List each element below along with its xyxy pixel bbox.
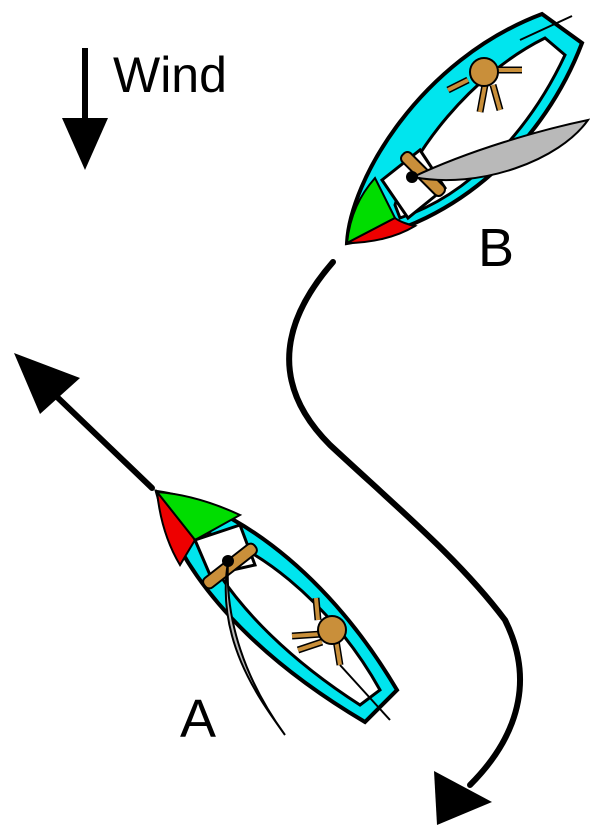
course-path-a	[52, 392, 155, 491]
boat-a-port-light	[155, 488, 197, 567]
boat-a-label: A	[180, 689, 216, 749]
course-track-a	[14, 353, 155, 491]
course-arrowhead-b	[434, 771, 492, 825]
boat-a-tiller	[339, 664, 391, 721]
boat-b-starboard-light	[345, 176, 397, 245]
boat-a: A	[154, 488, 400, 749]
boat-a-sail	[224, 561, 286, 736]
boat-b: B	[344, 11, 590, 278]
boat-a-sailor	[291, 597, 347, 666]
course-path-b	[286, 259, 523, 788]
boat-a-starboard-light	[154, 490, 243, 542]
course-arrowhead-a	[14, 353, 80, 414]
boat-b-port-light	[346, 216, 418, 244]
wind-indicator: Wind	[62, 47, 227, 170]
boat-b-sail	[409, 118, 590, 181]
boat-a-mast	[222, 555, 234, 567]
wind-arrow-head	[62, 118, 108, 170]
boat-b-tiller	[519, 15, 573, 41]
wind-label: Wind	[113, 47, 227, 103]
boat-b-label: B	[478, 218, 514, 278]
boat-b-sailor	[446, 57, 522, 113]
boat-b-mast	[406, 171, 418, 183]
course-track-b	[286, 259, 523, 825]
